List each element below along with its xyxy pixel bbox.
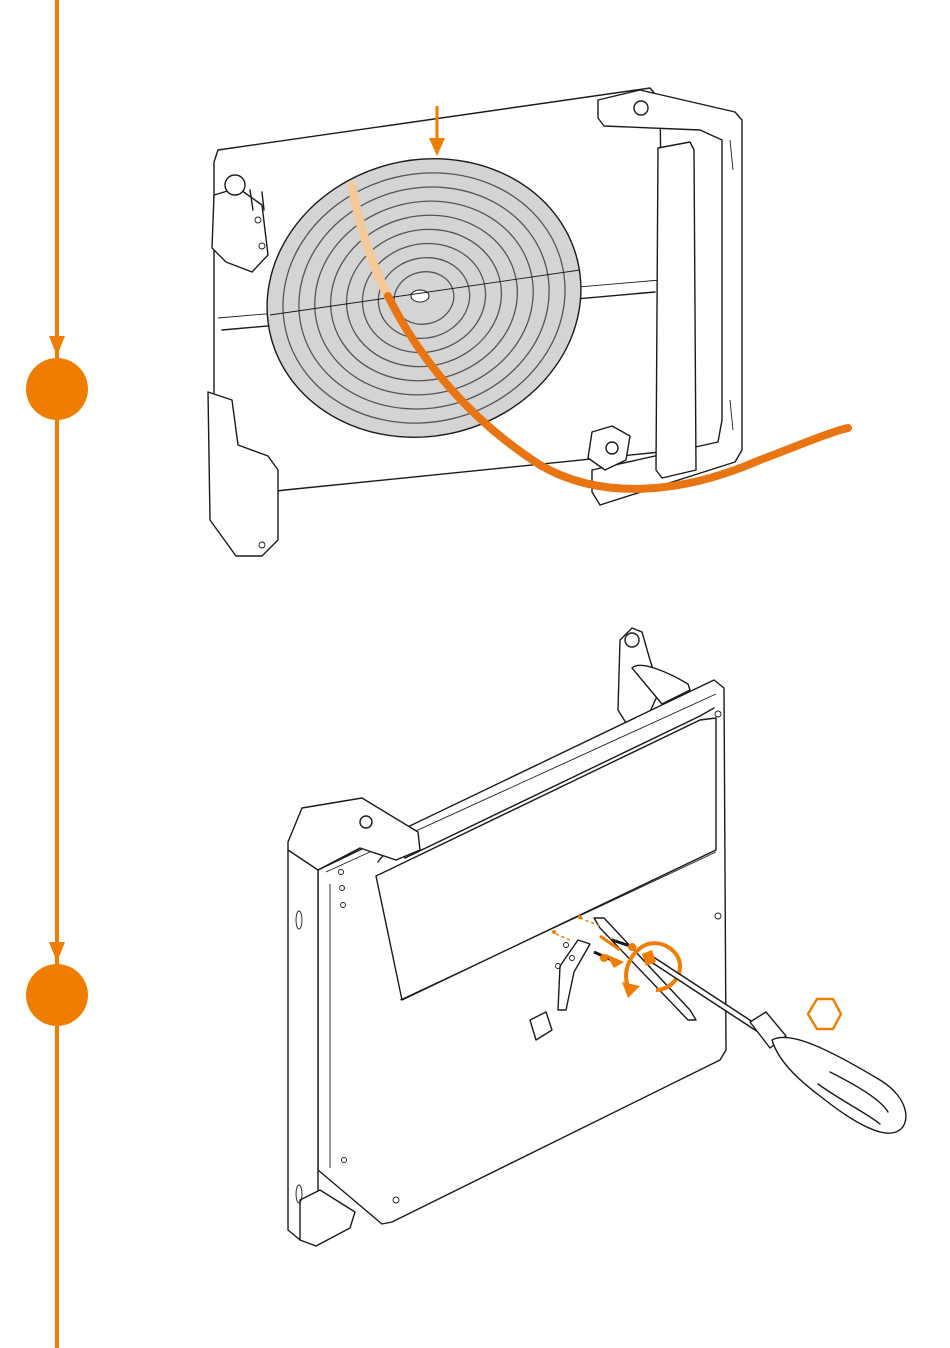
step-1-marker: [26, 358, 88, 420]
left-bracket: [288, 842, 318, 1240]
timeline: [26, 0, 88, 1348]
step-2-marker: [26, 964, 88, 1026]
hex-bit-icon: [808, 999, 841, 1029]
step-2-illustration: [288, 628, 906, 1246]
timeline-arrow-2-icon: [49, 942, 65, 962]
step-1-illustration: [208, 88, 848, 556]
timeline-arrow-1-icon: [49, 336, 65, 356]
right-bracket: [656, 142, 696, 478]
